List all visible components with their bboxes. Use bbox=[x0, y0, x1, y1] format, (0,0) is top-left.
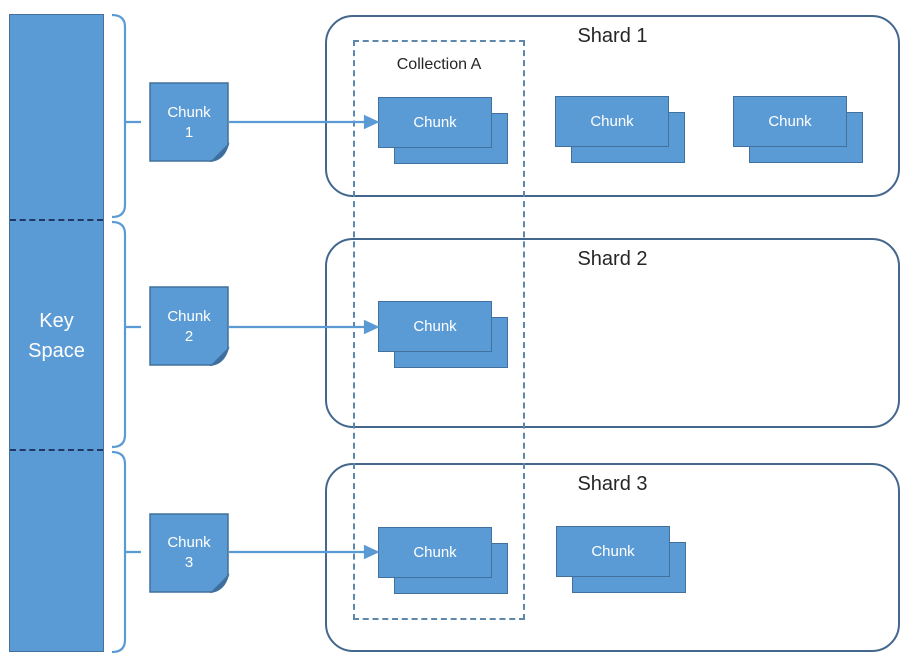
chunk-stack-shard1-2: Chunk bbox=[555, 96, 685, 164]
chunk-stack-shard3-1: Chunk bbox=[378, 527, 508, 595]
chunk-note-2-line1: Chunk bbox=[167, 308, 211, 325]
chunk-stack-shard1-3: Chunk bbox=[733, 96, 863, 164]
chunk-stack-shard3-2: Chunk bbox=[556, 526, 686, 594]
chunk-note-3-line1: Chunk bbox=[167, 534, 211, 551]
chunk-note-1-line2: 1 bbox=[184, 124, 194, 141]
shard-1-title: Shard 1 bbox=[577, 25, 648, 47]
chunk-stack-front-rect: Chunk bbox=[378, 527, 492, 578]
chunk-stack-shard2-1: Chunk bbox=[378, 301, 508, 369]
chunk-note-3-fold-icon bbox=[209, 573, 230, 594]
chunk-note-2-line2: 2 bbox=[184, 328, 194, 345]
key-space-divider-1 bbox=[10, 219, 103, 221]
range-brace-2 bbox=[111, 220, 141, 449]
chunk-stack-front-rect: Chunk bbox=[733, 96, 847, 147]
chunk-stack-front-rect: Chunk bbox=[555, 96, 669, 147]
shard-2-box: Shard 2 bbox=[325, 238, 900, 428]
chunk-note-3-label: Chunk 3 bbox=[150, 533, 228, 573]
chunk-note-1-line1: Chunk bbox=[167, 104, 211, 121]
chunk-stack-shard1-1: Chunk bbox=[378, 97, 508, 165]
shard-2-title: Shard 2 bbox=[577, 248, 648, 270]
chunk-note-1-label: Chunk 1 bbox=[150, 103, 228, 143]
range-brace-1 bbox=[111, 13, 141, 219]
chunk-stack-front-rect: Chunk bbox=[378, 301, 492, 352]
shard-3-box: Shard 3 bbox=[325, 463, 900, 652]
chunk-note-2-fold-icon bbox=[209, 346, 230, 367]
key-space-bar: Key Space bbox=[9, 14, 104, 652]
range-brace-3 bbox=[111, 450, 141, 654]
chunk-note-1-fold-icon bbox=[209, 142, 230, 163]
chunk-note-2-label: Chunk 2 bbox=[150, 307, 228, 347]
chunk-note-3-line2: 3 bbox=[184, 554, 194, 571]
chunk-stack-front-rect: Chunk bbox=[378, 97, 492, 148]
shard-3-title: Shard 3 bbox=[577, 473, 648, 495]
collection-a-box: Collection A bbox=[353, 40, 525, 620]
collection-a-label: Collection A bbox=[396, 56, 482, 73]
key-space-divider-2 bbox=[10, 449, 103, 451]
chunk-stack-front-rect: Chunk bbox=[556, 526, 670, 577]
key-space-label: Key Space bbox=[28, 310, 85, 362]
shard-1-box: Shard 1 bbox=[325, 15, 900, 197]
